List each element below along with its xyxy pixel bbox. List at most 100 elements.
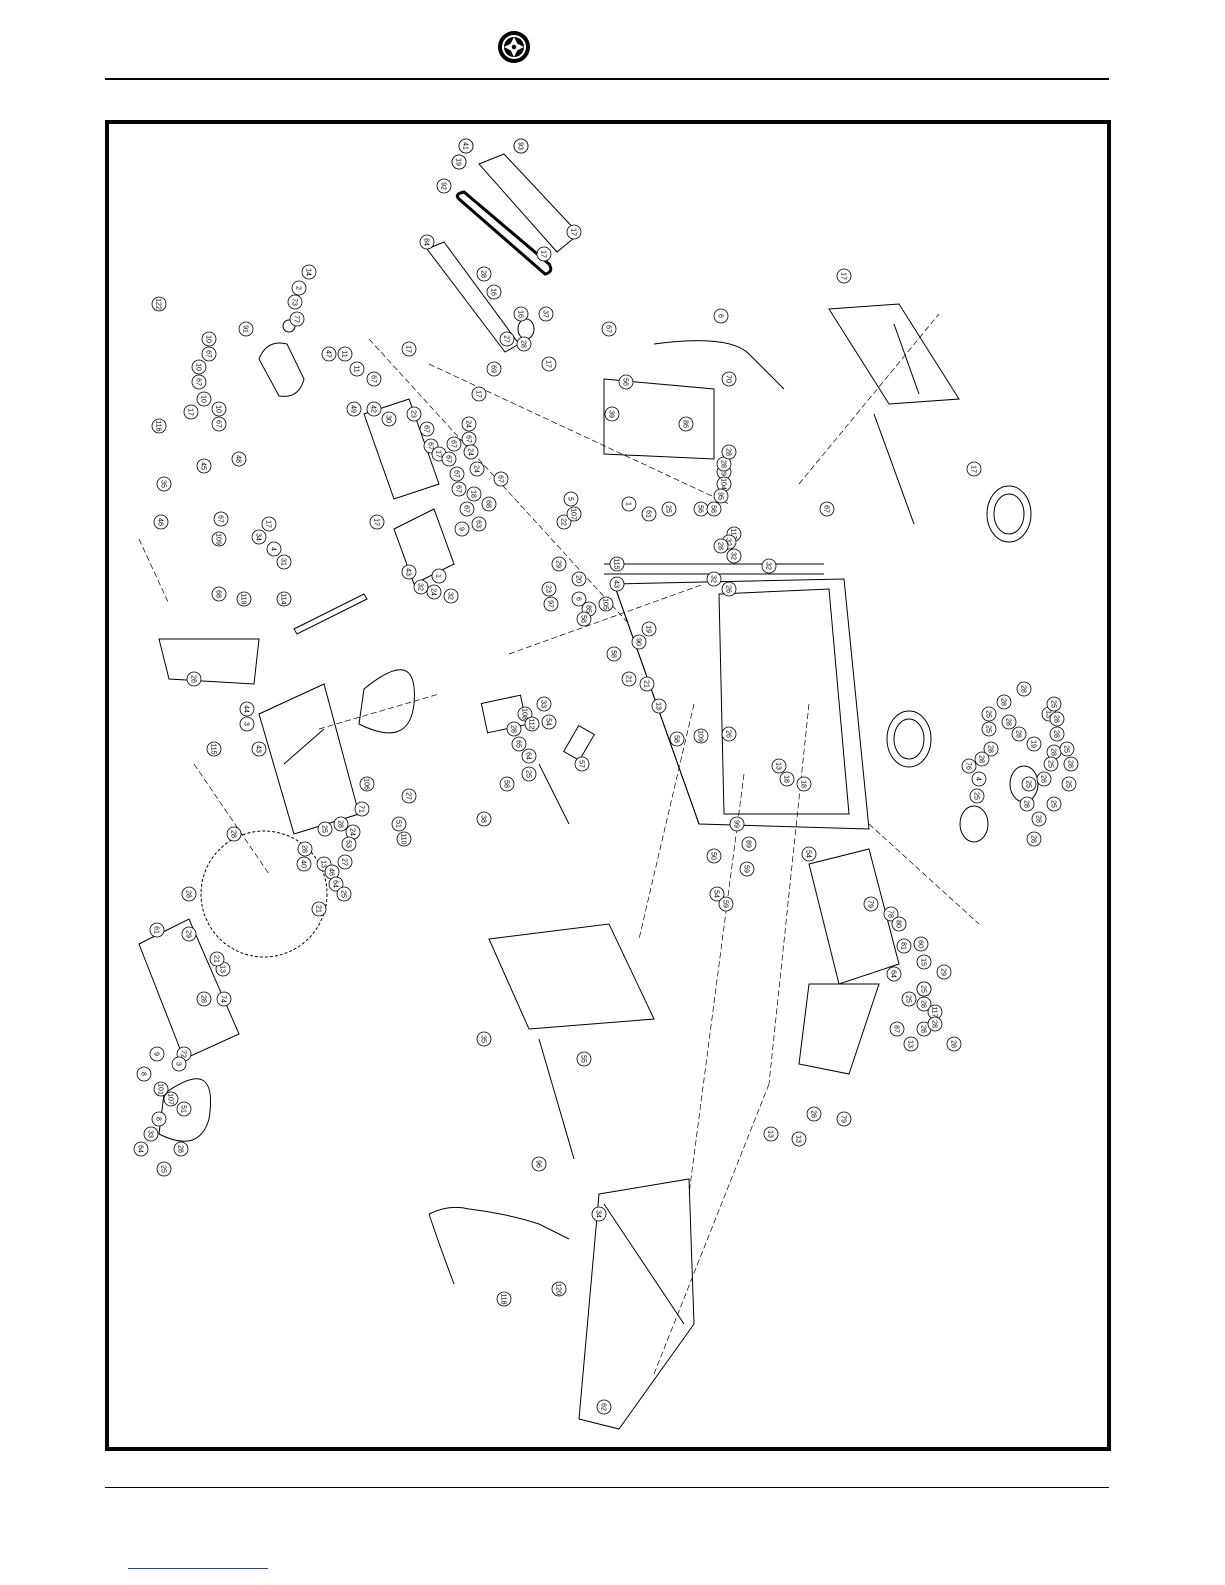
callout-text: 17 (840, 272, 847, 280)
callout-text: 21 (643, 680, 650, 688)
callout-text: 41 (462, 142, 469, 150)
callout-text: 67 (215, 420, 222, 428)
callout-28: 28 (996, 694, 1012, 710)
callout-67: 67 (211, 416, 227, 432)
callout-24: 24 (461, 416, 477, 432)
callout-28: 28 (196, 991, 212, 1007)
callout-47: 47 (321, 346, 337, 362)
callout-text: 28 (987, 745, 994, 753)
callout-text: 54 (713, 890, 720, 898)
part-water-hose (653, 340, 785, 390)
callout-text: 67 (423, 425, 430, 433)
callout-text: 116 (155, 420, 162, 431)
callout-text: 46 (157, 518, 164, 526)
callout-118: 118 (496, 1291, 512, 1307)
callout-text: 35 (160, 480, 167, 488)
part-diamond-blade (200, 830, 328, 958)
callout-text: 29 (555, 560, 562, 568)
callout-27: 27 (337, 854, 353, 870)
callout-76: 76 (961, 758, 977, 774)
part-blade-guard (258, 683, 360, 835)
callout-28: 28 (1026, 831, 1042, 847)
callout-text: 19 (455, 158, 462, 166)
footer-link-underline[interactable] (128, 1568, 268, 1569)
callout-text: 21 (315, 905, 322, 913)
callout-text: 3 (175, 1062, 182, 1066)
callout-text: 22 (560, 518, 567, 526)
callout-11: 11 (349, 361, 365, 377)
callout-text: 67 (205, 350, 212, 358)
callout-24: 24 (426, 584, 442, 600)
callout-49: 49 (346, 401, 362, 417)
callout-2: 2 (291, 280, 307, 296)
callout-1: 1 (621, 496, 637, 512)
callout-text: 99 (733, 820, 740, 828)
callout-32: 32 (706, 571, 722, 587)
callout-text: 10 (195, 363, 202, 371)
callout-115: 115 (609, 556, 625, 572)
callout-text: 28 (1050, 748, 1057, 756)
callout-25: 25 (981, 721, 997, 737)
callout-text: 84 (423, 238, 430, 246)
callout-text: 29 (940, 968, 947, 976)
callout-text: 31 (280, 558, 287, 566)
callout-text: 74 (220, 995, 227, 1003)
callout-text: 67 (605, 325, 612, 333)
callout-text: 4 (975, 777, 982, 781)
callout-text: 25 (985, 710, 992, 718)
callout-text: 38 (480, 815, 487, 823)
callout-14: 14 (301, 264, 317, 280)
callout-25: 25 (969, 788, 985, 804)
callout-62: 62 (596, 1399, 612, 1415)
callout-text: 25 (1047, 760, 1054, 768)
callout-text: 5 (567, 497, 574, 501)
callout-35: 35 (156, 476, 172, 492)
callout-text: 58 (610, 650, 617, 658)
callout-text: 56 (622, 378, 629, 386)
callout-text: 77 (293, 315, 300, 323)
callout-67: 67 (419, 421, 435, 437)
callout-text: 67 (465, 435, 472, 443)
callout-67: 67 (461, 431, 477, 447)
callout-text: 21 (213, 955, 220, 963)
callout-17: 17 (966, 461, 982, 477)
callout-text: 28 (510, 725, 517, 733)
callout-28: 28 (1019, 796, 1035, 812)
callout-58: 58 (669, 731, 685, 747)
callout-21: 21 (311, 901, 327, 917)
callout-58: 58 (499, 776, 515, 792)
callout-21: 21 (639, 676, 655, 692)
callout-text: 10 (205, 335, 212, 343)
callout-text: 70 (725, 375, 732, 383)
part-water-tray (578, 1178, 695, 1430)
callout-30: 30 (381, 411, 397, 427)
callout-53: 53 (341, 836, 357, 852)
callout-text: 81 (900, 942, 907, 950)
callout-text: 67 (823, 505, 830, 513)
callout-29: 29 (181, 926, 197, 942)
callout-text: 67 (497, 475, 504, 483)
callout-28: 28 (946, 1036, 962, 1052)
callout-text: 114 (280, 593, 287, 604)
callout-text: 17 (540, 250, 547, 258)
callout-text: 59 (743, 865, 750, 873)
part-drive-belt (455, 190, 553, 276)
footer-rule (105, 1487, 1109, 1488)
part-rail-bar (538, 763, 570, 825)
callout-67: 67 (366, 371, 382, 387)
callout-17: 17 (369, 514, 385, 530)
callout-84: 84 (419, 234, 435, 250)
callout-text: 28 (931, 1020, 938, 1028)
callout-text: 21 (625, 675, 632, 683)
callout-10: 10 (196, 391, 212, 407)
header-rule (105, 78, 1109, 80)
callout-text: 108 (521, 708, 528, 720)
company-logo-icon (498, 31, 530, 63)
callout-18: 18 (796, 776, 812, 792)
callout-67: 67 (601, 321, 617, 337)
callout-text: 10 (215, 405, 222, 413)
callout-text: 45 (200, 462, 207, 470)
callout-text: 67 (195, 378, 202, 386)
callout-25: 25 (1059, 741, 1075, 757)
callout-78: 78 (883, 906, 899, 922)
